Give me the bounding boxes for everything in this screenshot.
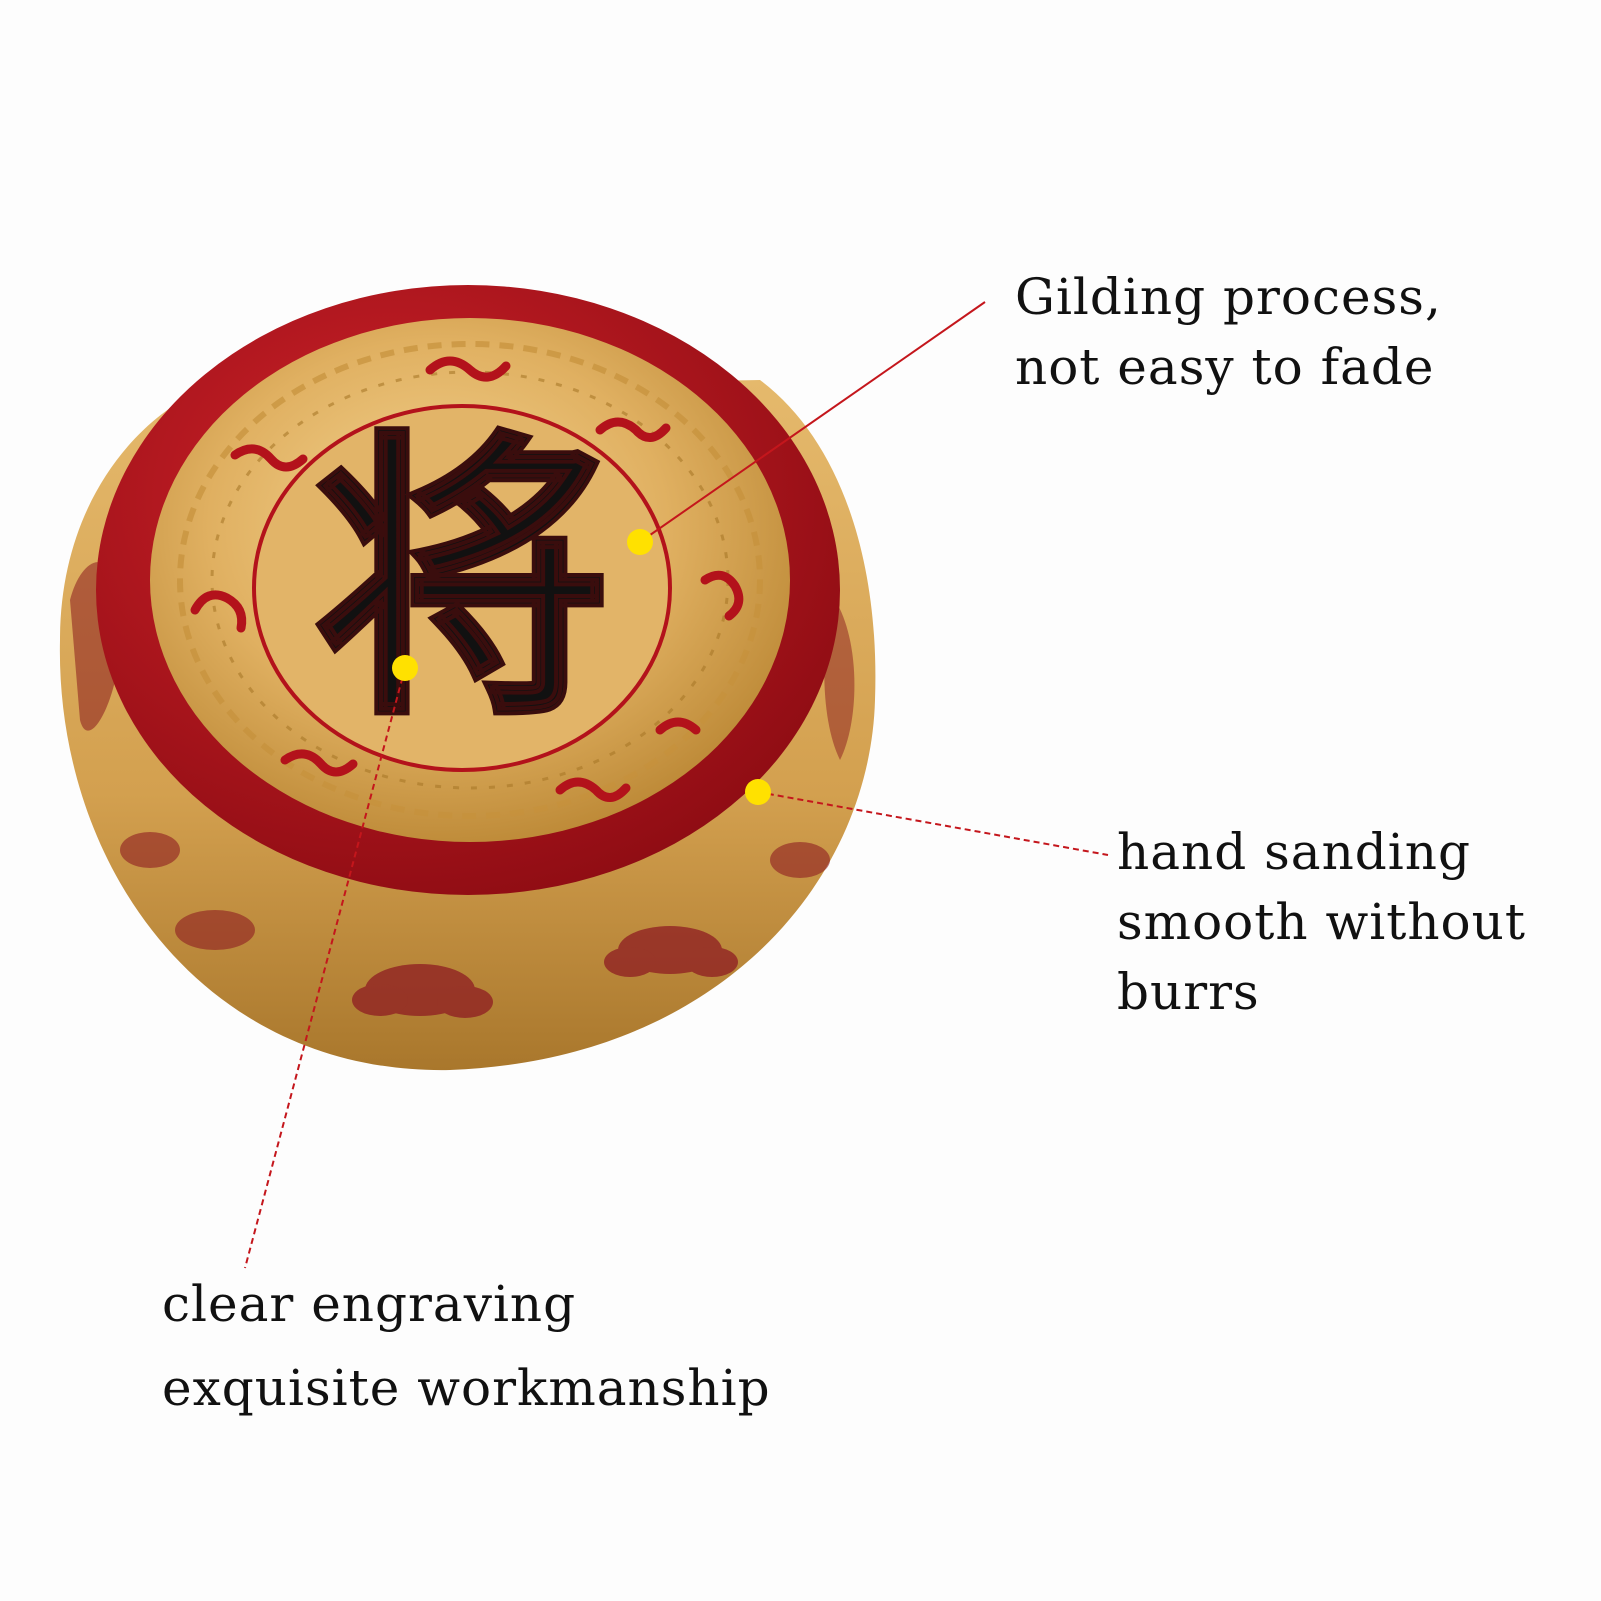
callout-sanding-line2: smooth without [1117,893,1526,951]
cloud-motif-far-left [120,832,255,950]
marker-dot-engraving [392,655,418,681]
callout-sanding-line1: hand sanding [1117,823,1471,881]
leader-line-engraving [244,667,406,1269]
callout-engraving-line2: exquisite workmanship [162,1359,771,1417]
leader-line-gilding [639,301,986,543]
callout-gilding-line2: not easy to fade [1015,338,1435,396]
callout-engraving: clear engraving exquisite workmanship [162,1262,771,1430]
center-medallion [252,404,672,772]
callout-gilding-line1: Gilding process, [1015,268,1442,326]
marker-dot-gilding [627,529,653,555]
callout-sanding: hand sanding smooth without burrs [1117,817,1526,1027]
red-cloud-ornaments [190,356,744,802]
cloud-motif-right [604,926,738,977]
marker-dot-sanding [745,779,771,805]
callout-engraving-line1: clear engraving [162,1275,577,1333]
cloud-motif-far-right [770,842,830,878]
engraved-character: 将 [312,407,612,756]
cloud-motif-left [352,964,493,1018]
callout-gilding: Gilding process, not easy to fade [1015,262,1442,402]
callout-sanding-line3: burrs [1117,963,1260,1021]
